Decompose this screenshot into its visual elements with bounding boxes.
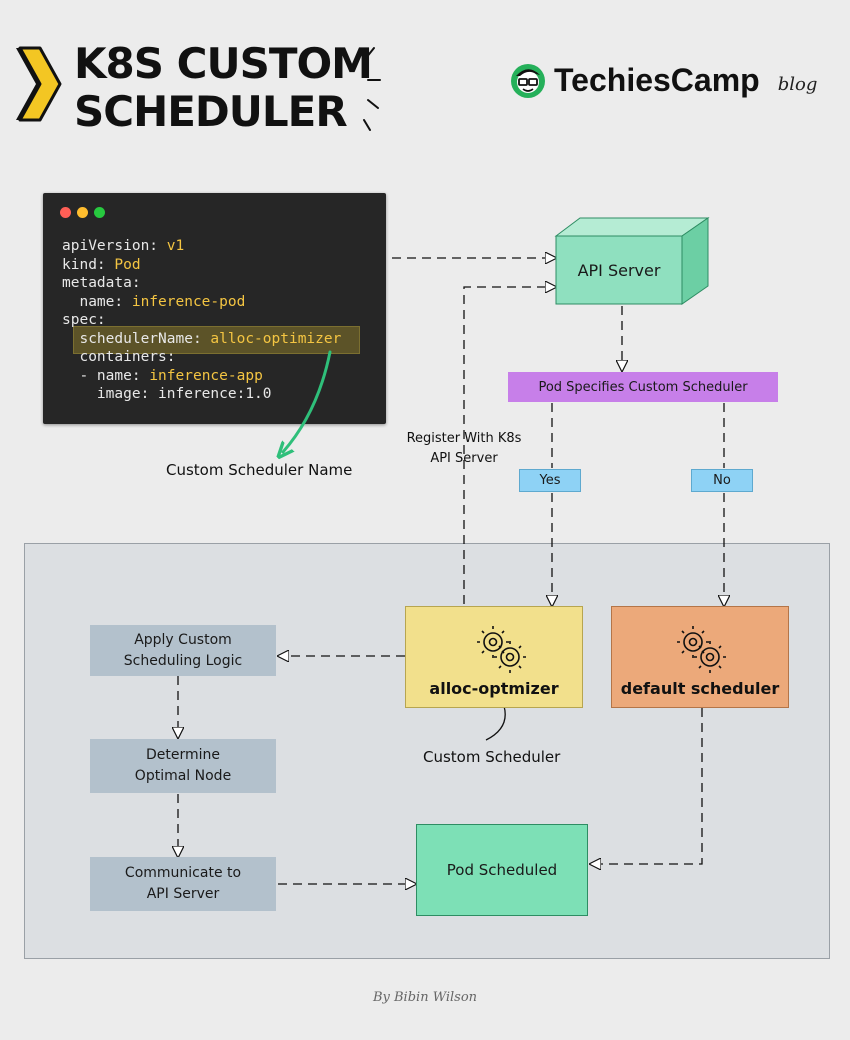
register-arrow xyxy=(463,287,556,604)
gears-icon xyxy=(677,626,726,673)
decision-box: Pod Specifies Custom Scheduler xyxy=(508,372,778,402)
author-credit: By Bibin Wilson xyxy=(372,990,478,1005)
chevron-logo-icon xyxy=(16,46,62,122)
alloc-optimizer-label: alloc-optmizer xyxy=(429,679,559,698)
default-scheduler-label: default scheduler xyxy=(620,679,780,698)
pod-yaml: apiVersion: v1 kind: Pod metadata: name:… xyxy=(62,238,342,402)
api-server-box xyxy=(554,217,710,305)
page-title: K8S CUSTOM SCHEDULER xyxy=(74,39,373,136)
close-dot-icon xyxy=(60,207,71,218)
maximize-dot-icon xyxy=(94,207,105,218)
scheduler-name-highlight xyxy=(73,326,360,354)
minimize-dot-icon xyxy=(77,207,88,218)
api-server-label: API Server xyxy=(577,260,661,280)
alloc-optimizer-box: alloc-optmizer xyxy=(405,606,583,708)
nerd-face-logo-icon xyxy=(511,63,545,98)
default-to-pod-arrow xyxy=(590,708,703,864)
brand-name: TechiesCamp xyxy=(554,62,760,98)
custom-scheduler-curve xyxy=(485,705,506,741)
default-scheduler-box: default scheduler xyxy=(611,606,789,708)
scheduler-name-pointer-icon xyxy=(283,350,332,452)
pod-scheduled-box: Pod Scheduled xyxy=(416,824,588,916)
register-annotation: Register With K8s API Server xyxy=(406,431,522,466)
brand-sub: blog xyxy=(777,74,818,95)
scheduler-name-annotation: Custom Scheduler Name xyxy=(166,461,353,479)
custom-scheduler-annotation: Custom Scheduler xyxy=(423,748,561,766)
code-window: apiVersion: v1 kind: Pod metadata: name:… xyxy=(43,193,386,424)
sparkle-lines-icon xyxy=(363,47,381,131)
no-badge: No xyxy=(691,469,753,492)
brand: TechiesCamp blog xyxy=(510,62,817,99)
yes-badge: Yes xyxy=(519,469,581,492)
gears-icon xyxy=(477,626,526,673)
